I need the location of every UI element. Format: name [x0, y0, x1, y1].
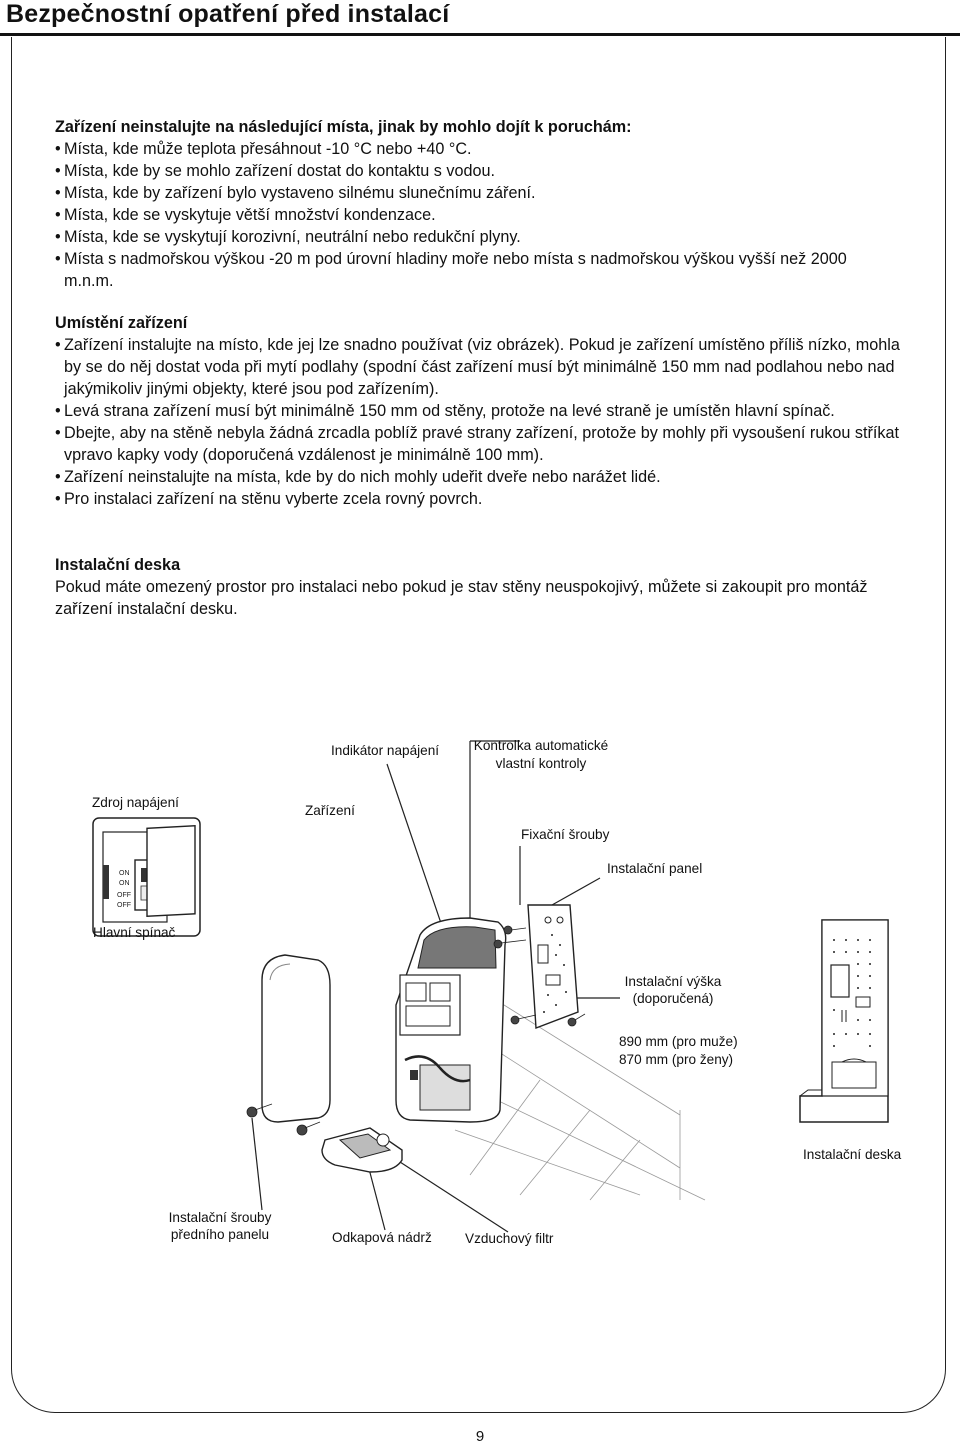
list-item: Místa s nadmořskou výškou -20 m pod úrov… [55, 248, 864, 292]
label-front-panel-screws: Instalační šrouby předního panelu [168, 1210, 272, 1242]
wall-line [479, 989, 681, 1116]
label-fixing-screws: Fixační šrouby [521, 827, 610, 842]
placement-list: Zařízení instalujte na místo, kde jej lz… [55, 334, 915, 510]
label-power-source: Zdroj napájení [92, 795, 179, 810]
list-item: Zařízení instalujte na místo, kde jej lz… [55, 334, 909, 400]
list-item: Pro instalaci zařízení na stěnu vyberte … [55, 488, 915, 510]
label-air-filter: Vzduchový filtr [465, 1231, 554, 1246]
label-device: Zařízení [305, 803, 355, 818]
wall-line [454, 1129, 641, 1196]
label-drain-tank: Odkapová nádrž [332, 1230, 432, 1245]
label-power-indicator: Indikátor napájení [331, 743, 440, 758]
switch-on-text: ON [119, 870, 130, 877]
switch-off-text: OFF [117, 902, 131, 909]
list-item: Místa, kde může teplota přesáhnout -10 °… [55, 138, 915, 160]
leader-line [399, 1161, 509, 1233]
list-item: Místa, kde se vyskytuje větší množství k… [55, 204, 915, 226]
label-height-men: 890 mm (pro muže) [619, 1034, 738, 1049]
list-item: Levá strana zařízení musí být minimálně … [55, 400, 884, 422]
title-rule [0, 33, 960, 36]
leader-line [551, 877, 601, 906]
hand-dryer-device [395, 917, 507, 1123]
leader-line [386, 763, 446, 936]
section-unsuitable-places: Zařízení neinstalujte na následující mís… [55, 116, 915, 292]
wall-line [479, 1039, 681, 1169]
list-item: Dbejte, aby na stěně nebyla žádná zrcadl… [55, 422, 909, 466]
drain-tank [321, 1127, 403, 1173]
page-title: Bezpečnostní opatření před instalací [6, 0, 450, 28]
label-install-board: Instalační deska [803, 1147, 902, 1162]
leader-line [251, 1117, 263, 1211]
installation-board [799, 919, 889, 1123]
page-number: 9 [475, 1428, 485, 1445]
switch-off-text: OFF [117, 892, 131, 899]
label-height-women: 870 mm (pro ženy) [619, 1052, 734, 1067]
section-heading-unsuitable: Zařízení neinstalujte na následující mís… [55, 118, 632, 136]
list-item: Místa, kde by se mohlo zařízení dostat d… [55, 160, 915, 182]
front-panel [261, 954, 331, 1123]
section-heading-placement: Umístění zařízení [55, 314, 188, 332]
fixing-screws [493, 925, 586, 1027]
label-mounting-panel: Instalační panel [607, 861, 703, 876]
wall-line [519, 1109, 591, 1196]
switch-on-text: ON [119, 880, 130, 887]
leader-line [367, 1164, 386, 1231]
install-board-text: Pokud máte omezený prostor pro instalaci… [55, 578, 868, 618]
front-panel-screws [246, 1103, 321, 1136]
label-main-switch: Hlavní spínač [93, 925, 176, 940]
label-install-height: Instalační výška (doporučená) [624, 974, 722, 1006]
page-frame [11, 37, 946, 1413]
wall-line [589, 1139, 641, 1201]
wall-line [469, 1079, 541, 1176]
list-item: Místa, kde se vyskytují korozivní, neutr… [55, 226, 915, 248]
mounting-panel [527, 904, 579, 1029]
power-switch-box: ON ON OFF OFF [92, 817, 201, 937]
section-placement: Umístění zařízení Zařízení instalujte na… [55, 312, 915, 510]
section-install-board: Instalační deska Pokud máte omezený pros… [55, 554, 915, 620]
unsuitable-places-list: Místa, kde může teplota přesáhnout -10 °… [55, 138, 915, 292]
list-item: Místa, kde by zařízení bylo vystaveno si… [55, 182, 915, 204]
list-item: Zařízení neinstalujte na místa, kde by d… [55, 466, 915, 488]
label-self-check: Kontrolka automatické vlastní kontroly [473, 738, 609, 771]
section-heading-install-board: Instalační deska [55, 556, 181, 574]
